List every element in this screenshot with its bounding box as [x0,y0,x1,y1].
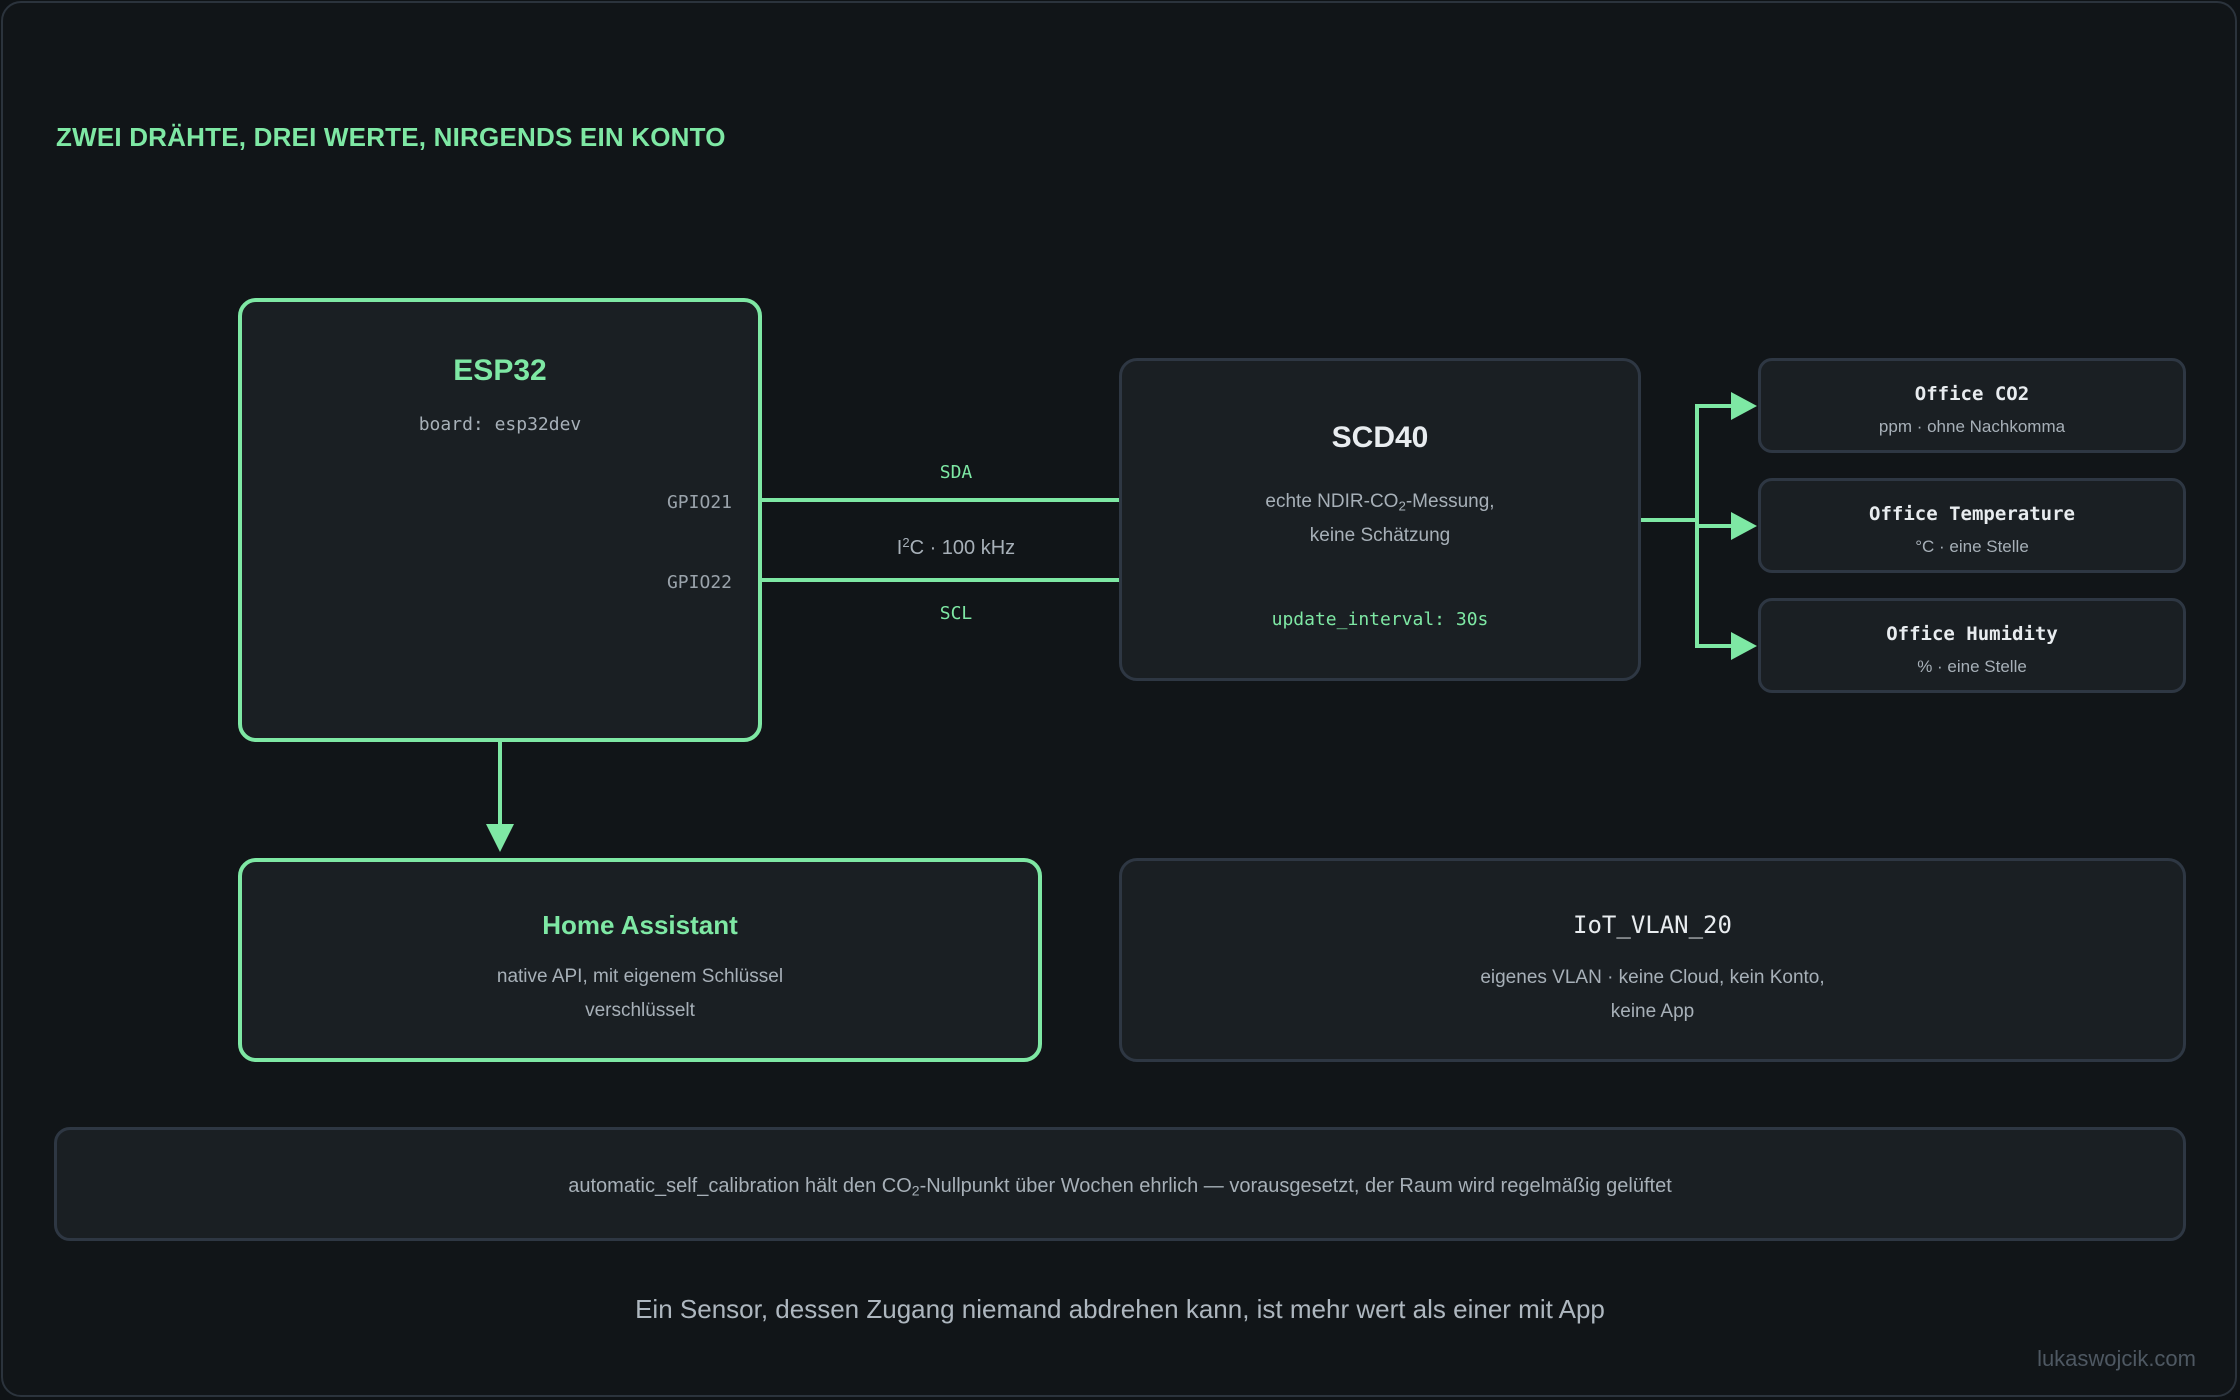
scd40-desc-pre: echte NDIR-CO [1265,491,1399,512]
i2c-bus-prefix: I [896,537,903,560]
tagline: Ein Sensor, dessen Zugang niemand abdreh… [635,1294,1605,1324]
home-assistant-line2: verschlüsselt [585,1000,695,1021]
diagram-heading: ZWEI DRÄHTE, DREI WERTE, NIRGENDS EIN KO… [56,122,726,152]
scl-wire [762,578,1120,582]
calibration-note-post: -Nullpunkt über Wochen ehrlich — vorausg… [919,1175,1672,1197]
sensor-entity-detail: ppm · ohne Nachkomma [1878,417,2066,436]
calibration-note-sub: 2 [911,1182,920,1199]
sensor-entity-detail: % · eine Stelle [1917,657,2027,676]
home-assistant-line1: native API, mit eigenem Schlüssel [496,966,784,987]
scl-label: SCL [939,603,973,624]
esp32-pin-gpio21: GPIO21 [666,492,732,513]
home-assistant-box: Home Assistant native API, mit eigenem S… [238,858,1042,1062]
home-assistant-title: Home Assistant [542,910,738,940]
scd40-description-line2: keine Schätzung [1309,525,1451,546]
esp32-title: ESP32 [453,354,547,387]
calibration-note-pre: automatic_self_calibration hält den CO [568,1175,912,1197]
sensor-entity-co2: Office CO2 ppm · ohne Nachkomma [1758,358,2186,453]
sensor-entity-name: Office Temperature [1869,503,2075,525]
sensor-entity-detail: °C · eine Stelle [1915,537,2029,556]
iot-vlan-title: IoT_VLAN_20 [1573,911,1732,939]
scd40-update-interval: update_interval: 30s [1271,609,1489,630]
sensor-entity-name: Office CO2 [1914,383,2030,405]
sensor-entity-humidity: Office Humidity % · eine Stelle [1758,598,2186,693]
scd40-desc-post: -Messung, [1405,491,1495,512]
credit: lukaswojcik.com [2037,1346,2196,1371]
iot-vlan-line2: keine App [1610,1001,1695,1022]
sensor-entity-temperature: Office Temperature °C · eine Stelle [1758,478,2186,573]
iot-vlan-line1: eigenes VLAN · keine Cloud, kein Konto, [1480,967,1825,988]
scd40-box: SCD40 echte NDIR-CO2-Messung, keine Schä… [1119,358,1641,681]
esp32-pin-gpio22: GPIO22 [666,572,732,593]
sensor-entity-name: Office Humidity [1886,623,2058,645]
sda-wire [762,498,1120,502]
esp32-box: ESP32 board: esp32dev GPIO21 GPIO22 [238,298,762,742]
esp32-board: board: esp32dev [418,414,582,435]
scd40-description-line1: echte NDIR-CO2-Messung, [1122,491,1638,513]
calibration-note-box: automatic_self_calibration hält den CO2-… [54,1127,2186,1241]
calibration-note: automatic_self_calibration hält den CO2-… [57,1175,2183,1199]
scd40-title: SCD40 [1331,421,1429,454]
i2c-bus-rest: C · 100 kHz [909,537,1016,560]
sda-label: SDA [939,462,973,483]
scd40-desc-sub: 2 [1398,498,1406,514]
iot-vlan-box: IoT_VLAN_20 eigenes VLAN · keine Cloud, … [1119,858,2186,1062]
i2c-bus-label: I2C · 100 kHz [850,535,1062,560]
i2c-bus-sup: 2 [902,535,910,550]
